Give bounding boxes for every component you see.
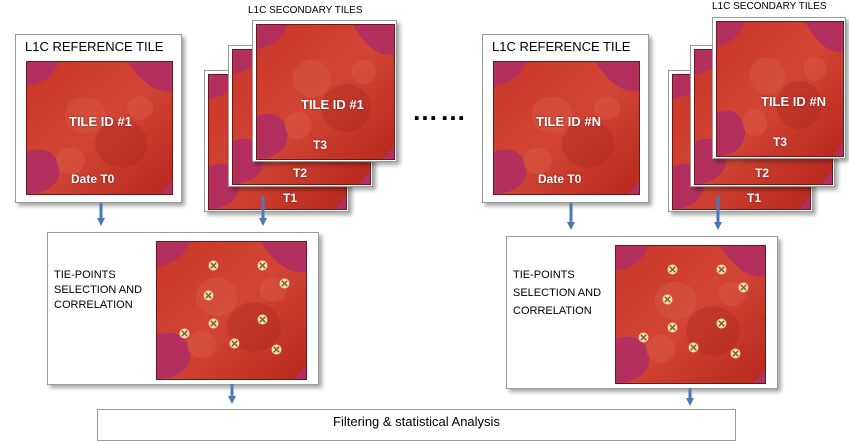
right-tiepoints-box: TIE-POINTS SELECTION AND CORRELATION — [506, 236, 778, 389]
right-reference-tile-id: TILE ID #N — [536, 114, 602, 129]
left-t1-label: T1 — [283, 191, 298, 205]
left-secondary-tiles-label: L1C SECONDARY TILES — [248, 5, 363, 16]
right-secondary-tile-t3: TILE ID #N T3 — [716, 21, 844, 157]
left-t3-label: T3 — [313, 138, 328, 152]
left-tiepoints-box: TIE-POINTS SELECTION AND CORRELATION — [47, 232, 319, 385]
left-reference-tile-image: TILE ID #1 Date T0 — [26, 61, 173, 195]
filtering-analysis-box: Filtering & statistical Analysis — [97, 409, 736, 441]
right-tiepoints-line2: SELECTION AND — [513, 287, 602, 299]
left-secondary-tile-t3: TILE ID #1 T3 — [256, 24, 395, 160]
left-reference-tile-box: L1C REFERENCE TILE TILE ID #1 Date T0 — [15, 34, 182, 203]
right-t2-label: T2 — [755, 166, 770, 180]
right-secondary-tiles-label: L1C SECONDARY TILES — [712, 1, 827, 12]
filtering-analysis-label: Filtering & statistical Analysis — [333, 414, 500, 429]
right-reference-tile-image: TILE ID #N Date T0 — [493, 61, 640, 195]
ellipsis: …… — [412, 96, 468, 126]
left-reference-tile-id: TILE ID #1 — [69, 114, 132, 129]
left-reference-date: Date T0 — [71, 172, 115, 186]
left-secondary-card-t3: TILE ID #1 T3 — [252, 20, 397, 162]
left-tiepoints-image — [156, 241, 307, 380]
left-tiepoints-line1: TIE-POINTS — [54, 269, 116, 281]
right-secondary-tile-id: TILE ID #N — [761, 94, 827, 109]
left-tiepoints-line2: SELECTION AND — [54, 284, 143, 296]
right-reference-tile-label: L1C REFERENCE TILE — [492, 39, 631, 54]
left-t2-label: T2 — [293, 166, 308, 180]
right-reference-date: Date T0 — [538, 172, 582, 186]
right-t3-label: T3 — [773, 135, 788, 149]
left-secondary-tile-id: TILE ID #1 — [301, 97, 364, 112]
left-tiepoints-line3: CORRELATION — [54, 299, 133, 311]
right-tiepoints-image — [615, 245, 766, 384]
right-tiepoints-line1: TIE-POINTS — [513, 269, 575, 281]
right-tiepoints-line3: CORRELATION — [513, 305, 592, 317]
right-secondary-card-t3: TILE ID #N T3 — [712, 17, 846, 159]
left-reference-tile-label: L1C REFERENCE TILE — [25, 39, 164, 54]
right-reference-tile-box: L1C REFERENCE TILE TILE ID #N Date T0 — [482, 34, 649, 203]
right-t1-label: T1 — [747, 191, 762, 205]
